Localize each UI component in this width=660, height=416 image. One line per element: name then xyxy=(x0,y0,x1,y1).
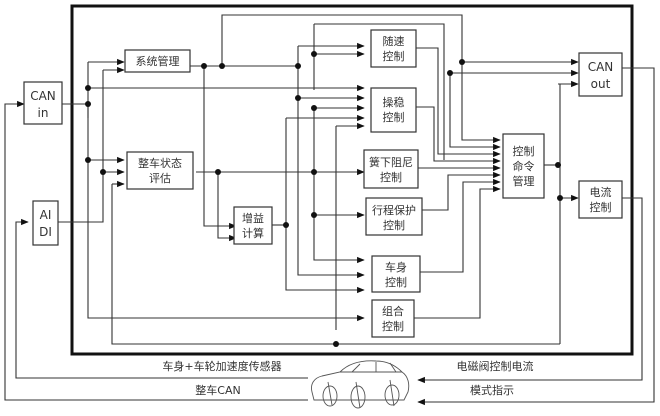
caption-mode-indicator: 模式指示 xyxy=(470,383,514,397)
block-vehicle-state-line1: 整车状态 xyxy=(138,156,182,170)
block-ai-di: AI DI xyxy=(32,200,59,246)
block-system-management: 系统管理 xyxy=(124,49,191,73)
block-body-control: 车身 控制 xyxy=(371,255,421,293)
block-cmd-line1: 控制 xyxy=(513,144,535,158)
block-vehicle-state-line2: 评估 xyxy=(149,172,171,185)
block-ai-di-line2: DI xyxy=(39,225,52,239)
block-current-line2: 控制 xyxy=(590,200,612,214)
caption-sensors: 车身+车轮加速度传感器 xyxy=(162,359,281,373)
block-can-out-line2: out xyxy=(591,77,611,91)
block-cruise-line2: 控制 xyxy=(383,49,405,63)
car-icon xyxy=(311,360,410,409)
block-unsprung-line2: 控制 xyxy=(380,170,402,184)
block-gain-calc-line2: 计算 xyxy=(242,226,264,240)
block-handling-control: 操稳 控制 xyxy=(370,87,417,133)
block-can-in: CAN in xyxy=(23,81,63,125)
block-handling-line2: 控制 xyxy=(383,110,405,124)
block-handling-line1: 操稳 xyxy=(383,95,405,109)
block-stroke-line1: 行程保护 xyxy=(372,203,416,217)
block-combined-line1: 组合 xyxy=(382,304,404,318)
block-combined-control: 组合 控制 xyxy=(371,299,415,338)
block-vehicle-state-estimation: 整车状态 评估 xyxy=(126,151,194,190)
block-current-control: 电流 控制 xyxy=(578,180,623,219)
block-body-line2: 控制 xyxy=(385,275,407,289)
block-system-management-label: 系统管理 xyxy=(136,54,180,68)
block-can-out: CAN out xyxy=(578,52,623,97)
block-cruise-control: 随速 控制 xyxy=(370,29,417,68)
controller-boundary xyxy=(70,4,634,356)
block-gain-calculation: 增益 计算 xyxy=(233,206,273,245)
block-ai-di-line1: AI xyxy=(40,208,52,222)
block-stroke-protection-control: 行程保护 控制 xyxy=(365,197,423,236)
block-can-in-line2: in xyxy=(38,106,49,120)
block-body-line1: 车身 xyxy=(385,260,407,274)
block-unsprung-line1: 簧下阻尼 xyxy=(369,155,413,169)
block-combined-line2: 控制 xyxy=(382,319,404,333)
block-can-in-line1: CAN xyxy=(30,89,56,103)
block-cmd-line2: 命令 xyxy=(513,159,535,173)
block-cmd-line3: 管理 xyxy=(513,174,535,188)
block-current-line1: 电流 xyxy=(590,185,612,199)
block-can-out-line1: CAN xyxy=(588,60,614,74)
junction-dots xyxy=(85,51,563,347)
signal-wires xyxy=(4,14,655,406)
block-cruise-line1: 随速 xyxy=(383,34,405,48)
block-command-management: 控制 命令 管理 xyxy=(502,133,545,199)
block-unsprung-damping-control: 簧下阻尼 控制 xyxy=(363,149,419,189)
block-stroke-line2: 控制 xyxy=(383,218,405,232)
caption-valve-current: 电磁阀控制电流 xyxy=(457,359,534,373)
caption-vehicle-can: 整车CAN xyxy=(195,383,240,397)
block-gain-calc-line1: 增益 xyxy=(242,211,264,225)
